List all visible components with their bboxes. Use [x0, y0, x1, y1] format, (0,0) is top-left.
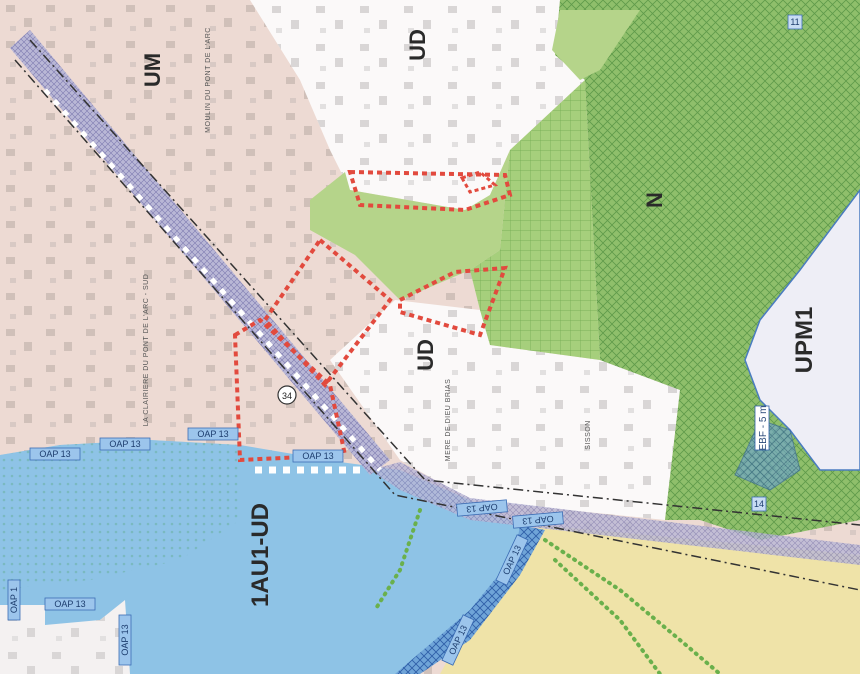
- zone-label-um: UM: [140, 53, 165, 87]
- yellow-zone: [440, 525, 860, 674]
- green-path-2: [543, 538, 722, 674]
- main-road: [10, 30, 390, 475]
- oap-tag-11: OAP 13: [44, 597, 96, 611]
- oap-tag-3: OAP 13: [187, 427, 239, 441]
- road-centerline: [43, 88, 382, 472]
- street-label-moulin: MOULIN DU PONT DE L'ARC: [205, 27, 212, 133]
- street-label-mere: MERE DE DIEU BRIAS: [445, 379, 452, 462]
- boundary-line-1: [29, 39, 860, 526]
- oap-tag-3-text: OAP 13: [197, 429, 228, 439]
- study-area-4: [398, 265, 508, 338]
- oap-tag-10-text: OAP 1: [9, 587, 19, 613]
- ebf-label-text: EBF - 5 m: [758, 405, 769, 450]
- oap-tag-6: OAP 13: [512, 511, 564, 529]
- oap-tag-9-text: OAP 13: [120, 624, 130, 655]
- boundary-line-2: [14, 59, 860, 591]
- oap-tag-11-text: OAP 13: [54, 599, 85, 609]
- study-area-2: [262, 237, 393, 389]
- street-label-clairiere: LA CLAIRIERE DU PONT DE L'ARC - SUD: [143, 274, 150, 427]
- ud-mid-buildings: [330, 300, 680, 520]
- ebf-label: EBF - 5 m: [754, 405, 770, 451]
- parcel-tag-2-text: 14: [754, 499, 764, 509]
- green-path-1: [373, 508, 422, 612]
- study-area-1: [347, 169, 513, 213]
- blue-hatch-strip: [395, 525, 545, 674]
- white-parcel-buildings: [0, 600, 130, 674]
- oap-tag-5: OAP 13: [456, 499, 508, 517]
- oap-tag-1: OAP 13: [29, 447, 81, 461]
- parcel-tag-1: 11: [787, 14, 803, 30]
- route-marker: 34: [277, 385, 297, 405]
- oap-tag-10: OAP 1: [7, 579, 21, 621]
- oap-tag-9: OAP 13: [118, 614, 132, 666]
- oap-tag-4-text: OAP 13: [302, 451, 333, 461]
- oap-tag-2-text: OAP 13: [109, 439, 140, 449]
- road-east: [370, 462, 860, 565]
- zone-label-ud-top: UD: [405, 29, 430, 61]
- oap-tag-1-text: OAP 13: [39, 449, 70, 459]
- oap-tag-6-text: OAP 13: [522, 514, 554, 527]
- route-marker-text: 34: [282, 391, 292, 401]
- oap-tag-2: OAP 13: [99, 437, 151, 451]
- light-green-area: [310, 150, 510, 300]
- au-dots: [0, 440, 240, 590]
- n-grid-zone: [470, 80, 600, 360]
- zone-label-upm1: UPM1: [791, 307, 818, 374]
- oap-tag-5-text: OAP 13: [466, 502, 498, 515]
- parcel-tag-1-text: 11: [790, 17, 799, 27]
- zone-label-au: 1AU1-UD: [247, 503, 274, 607]
- ud-top-buildings: [250, 0, 585, 210]
- street-label-sisson: SISSON: [585, 420, 592, 449]
- upm1-zone: [744, 188, 860, 471]
- zone-label-ud-mid: UD: [413, 339, 438, 371]
- zone-label-n: N: [642, 192, 667, 208]
- study-area-1b: [459, 170, 499, 194]
- parcel-tag-2: 14: [751, 496, 767, 512]
- light-green-patch-top: [552, 10, 640, 80]
- oap-tag-4: OAP 13: [292, 449, 344, 463]
- green-path-3: [553, 558, 662, 674]
